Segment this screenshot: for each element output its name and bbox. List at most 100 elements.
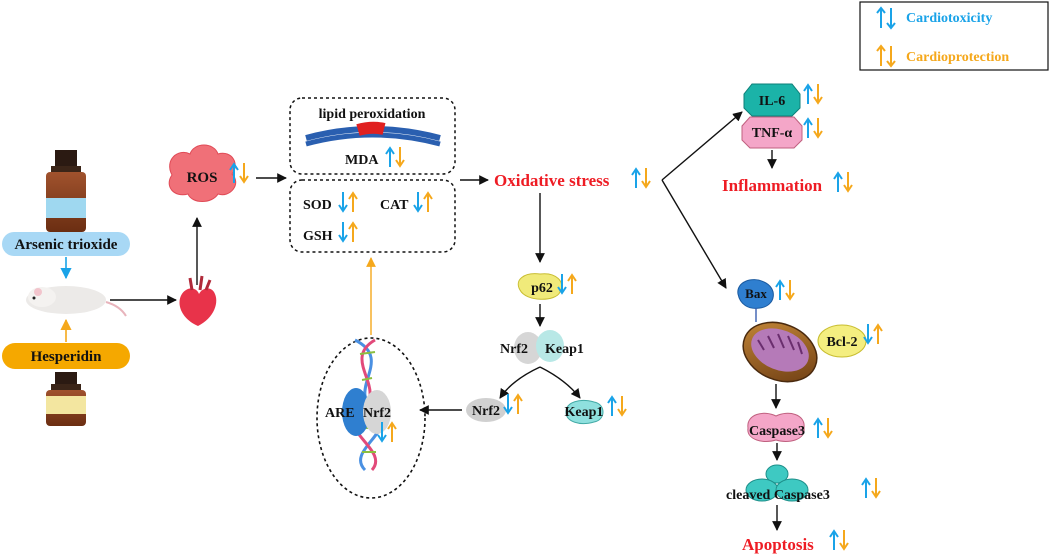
- cleaved-caspase3-shape: [745, 464, 809, 502]
- bcl2-indicator-icon: [863, 323, 883, 345]
- up-arrow-icon: [229, 162, 239, 183]
- up-arrow-icon: [631, 167, 641, 188]
- nrf2-complex-label: Nrf2: [500, 342, 528, 357]
- arsenic-label: Arsenic trioxide: [15, 237, 118, 253]
- up-arrow-icon: [567, 273, 577, 294]
- bax-shape: [737, 279, 774, 309]
- bcl2-label: Bcl-2: [826, 335, 857, 350]
- down-arrow-icon: [338, 192, 348, 213]
- bax-indicator-icon: [775, 279, 795, 301]
- nrf2-nuclear-label: Nrf2: [363, 406, 391, 421]
- down-arrow-icon: [785, 280, 795, 301]
- cat-indicator-icon: [413, 191, 433, 213]
- up-arrow-icon: [813, 417, 823, 438]
- up-arrow-icon: [348, 221, 358, 242]
- inflammation-label: Inflammation: [722, 176, 823, 195]
- nrf2-free-shape: [466, 398, 506, 422]
- gsh-indicator-icon: [338, 221, 358, 243]
- bax-label: Bax: [745, 286, 767, 301]
- up-arrow-icon: [775, 279, 785, 300]
- gsh-label: GSH: [303, 229, 333, 244]
- nrf2-nuclear-indicator-icon: [377, 421, 397, 443]
- il6-indicator-icon: [803, 83, 823, 105]
- up-arrow-icon: [607, 395, 617, 416]
- sod-label: SOD: [303, 198, 332, 213]
- legend-protection-arrows-icon: [876, 44, 896, 68]
- up-arrow-icon: [803, 83, 813, 104]
- ros-label: ROS: [187, 170, 218, 186]
- are-label: ARE: [325, 406, 355, 421]
- nrf2-keap1-complex-shape: [514, 330, 564, 364]
- up-arrow-icon: [873, 323, 883, 344]
- up-arrow-icon: [861, 477, 871, 498]
- il6-shape: [743, 83, 801, 117]
- down-arrow-icon: [557, 274, 567, 295]
- arsenic-bottle-icon: [46, 150, 86, 232]
- nrf2-free-label: Nrf2: [472, 404, 500, 419]
- cleaved-caspase3-indicator-icon: [861, 477, 881, 499]
- mitochondria-icon: [742, 321, 818, 383]
- ros-indicator-icon: [229, 162, 249, 184]
- mda-label: MDA: [345, 153, 379, 168]
- p62-indicator-icon: [557, 273, 577, 295]
- up-arrow-icon: [829, 529, 839, 550]
- up-arrow-icon: [387, 421, 397, 442]
- membrane-icon: [305, 121, 441, 147]
- mouse-icon: [26, 286, 127, 317]
- tnf-label: TNF-α: [752, 126, 793, 141]
- down-arrow-icon: [813, 118, 823, 139]
- down-arrow-icon: [863, 324, 873, 345]
- up-arrow-icon: [348, 191, 358, 212]
- caspase3-label: Caspase3: [749, 424, 805, 439]
- are-nrf2-bound-shape: [342, 388, 391, 436]
- down-arrow-icon: [503, 394, 513, 415]
- legend-protection-label: Cardioprotection: [906, 50, 1009, 65]
- down-arrow-icon: [617, 396, 627, 417]
- nrf2-free-indicator-icon: [503, 393, 523, 415]
- down-arrow-icon: [338, 222, 348, 243]
- ros-cloud-icon: [168, 144, 237, 202]
- down-arrow-icon: [813, 84, 823, 105]
- up-arrow-icon: [513, 393, 523, 414]
- oxidative-stress-indicator-icon: [631, 167, 651, 189]
- to-cytokines-arrow: [661, 111, 743, 181]
- keap1-free-indicator-icon: [607, 395, 627, 417]
- down-arrow-icon: [871, 478, 881, 499]
- lipid-peroxidation-box: [289, 97, 456, 175]
- p62-shape: [517, 273, 563, 300]
- inflammation-indicator-icon: [833, 171, 853, 193]
- down-arrow-icon: [377, 422, 387, 443]
- cat-label: CAT: [380, 198, 409, 213]
- complex-to-keap1-arrow: [539, 366, 581, 399]
- down-arrow-icon: [641, 168, 651, 189]
- down-arrow-icon: [839, 530, 849, 551]
- down-arrow-icon: [843, 172, 853, 193]
- cleaved-caspase3-label: cleaved Caspase3: [726, 488, 830, 503]
- lipid-peroxidation-label: lipid peroxidation: [319, 107, 426, 122]
- tnf-indicator-icon: [803, 117, 823, 139]
- tnf-shape: [741, 116, 803, 149]
- to-bax-arrow: [661, 179, 727, 289]
- il6-label: IL-6: [759, 94, 785, 109]
- oxidative-stress-label: Oxidative stress: [494, 171, 610, 190]
- hesperidin-label: Hesperidin: [31, 349, 102, 365]
- complex-to-nrf2-arrow: [499, 366, 541, 399]
- apoptosis-indicator-icon: [829, 529, 849, 551]
- up-arrow-icon: [385, 146, 395, 167]
- hesperidin-pill: [2, 343, 130, 369]
- keap1-free-shape: [565, 399, 604, 425]
- caspase3-indicator-icon: [813, 417, 833, 439]
- down-arrow-icon: [413, 192, 423, 213]
- keap1-free-label: Keap1: [565, 405, 604, 420]
- caspase3-shape: [747, 412, 805, 442]
- up-arrow-icon: [803, 117, 813, 138]
- up-arrow-icon: [833, 171, 843, 192]
- down-arrow-icon: [395, 147, 405, 168]
- down-arrow-icon: [823, 418, 833, 439]
- legend-toxicity-arrows-icon: [876, 6, 896, 30]
- hesperidin-bottle-icon: [46, 372, 86, 426]
- antioxidant-box: [289, 179, 456, 253]
- nucleus-outline: [316, 337, 426, 499]
